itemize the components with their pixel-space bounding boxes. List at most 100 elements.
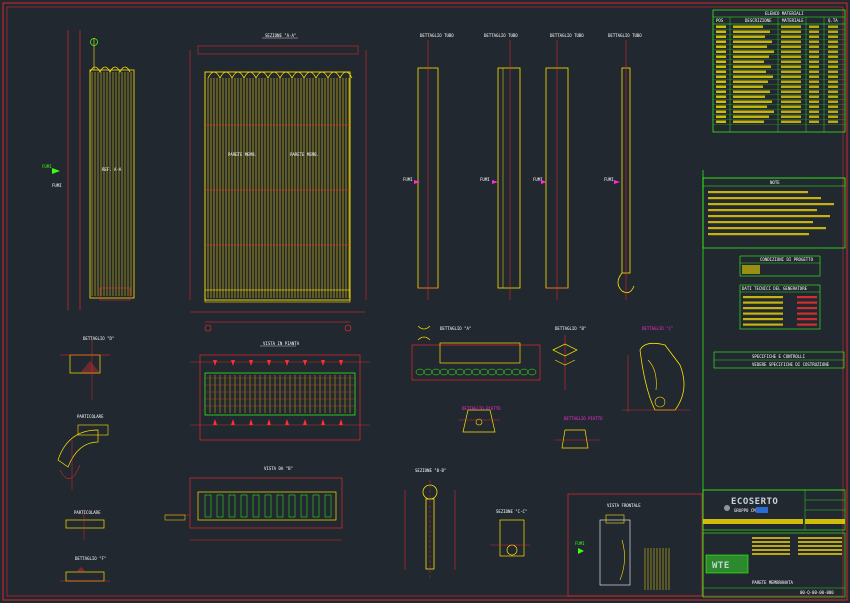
- bom-cell: [716, 70, 726, 73]
- bom-cell: [828, 100, 838, 103]
- bom-rows: [713, 25, 845, 125]
- bom-cell: [809, 35, 819, 38]
- detail-b: DETTAGLIO "B" DETTAGLIO PIATTO: [552, 326, 603, 449]
- bom-cell: [809, 75, 819, 78]
- bom-cell: [828, 120, 838, 123]
- bom-cell: [828, 80, 838, 83]
- arrow: [285, 419, 289, 425]
- svg-text:POS: POS: [716, 18, 724, 23]
- arch: [267, 71, 281, 79]
- title-block-rows: [752, 537, 842, 555]
- left-details: DETTAGLIO "D" PARTICOLARE PARTICOLARE DE…: [57, 336, 114, 582]
- bom-cell: [716, 90, 726, 93]
- section-a-a-view: SEZIONE "A-A" PARETE MEMB. PARETE MEMB.: [189, 33, 367, 332]
- note-text: [708, 191, 808, 194]
- bom-cell: [828, 110, 838, 113]
- arrow: [285, 360, 289, 366]
- svg-text:DETTAGLIO TUBO: DETTAGLIO TUBO: [484, 33, 518, 38]
- svg-text:FUMI: FUMI: [604, 177, 614, 182]
- bom-cell: [809, 60, 819, 63]
- arrow: [213, 419, 217, 425]
- gen-cell: [743, 318, 783, 321]
- bom-cell: [716, 80, 726, 83]
- bom-cell: [781, 120, 801, 123]
- detail-c: DETTAGLIO "C": [622, 326, 690, 412]
- coil: [471, 368, 481, 376]
- side-view-b: VISTA DA "B": [164, 466, 343, 541]
- bom-cell: [733, 60, 764, 63]
- note-text: [708, 197, 821, 200]
- bom-cell: [733, 30, 770, 33]
- bom-cell: [781, 50, 801, 53]
- bom-cell: [828, 45, 838, 48]
- arch: [255, 71, 269, 79]
- svg-text:VEDERE SPECIFICHE DI COSTRUZIO: VEDERE SPECIFICHE DI COSTRUZIONE: [752, 362, 830, 367]
- bom-cell: [809, 45, 819, 48]
- note-text: [708, 215, 830, 218]
- bom-cell: [828, 95, 838, 98]
- column: [312, 494, 320, 518]
- svg-text:VISTA FRONTALE: VISTA FRONTALE: [607, 503, 641, 508]
- arch: [315, 71, 329, 79]
- bom-cell: [716, 45, 726, 48]
- svg-text:FUMI: FUMI: [533, 177, 543, 182]
- svg-text:DATI TECNICI DEL GENERATORE: DATI TECNICI DEL GENERATORE: [742, 286, 808, 291]
- main-tube-bundle: [207, 78, 350, 298]
- arrow: [231, 360, 235, 366]
- bom-cell: [781, 80, 801, 83]
- arch: [219, 71, 233, 79]
- tb-cell: [798, 545, 842, 547]
- section-b-b-view: SEZIONE "B-B": [404, 468, 456, 580]
- bom-cell: [781, 40, 801, 43]
- bom-cell: [809, 110, 819, 113]
- bom-cell: [809, 70, 819, 73]
- generator-data-rows: [743, 296, 817, 326]
- note-lines: [708, 191, 834, 236]
- bom-cell: [716, 25, 726, 28]
- bom-cell: [781, 95, 801, 98]
- arch: [243, 71, 257, 79]
- gen-cell: [743, 301, 783, 304]
- bom-cell: [828, 70, 838, 73]
- plan-view: VISTA IN PIANTA: [190, 341, 370, 441]
- bom-cell: [828, 90, 838, 93]
- section-tube-detail: SEZIONE "C-C": [490, 509, 530, 557]
- notes-title: NOTE: [770, 180, 780, 185]
- arch: [279, 71, 293, 79]
- title-block: ECOSERTO GRUPPO CMIO WTE PARETE MEMBRANA…: [702, 170, 846, 598]
- bom-cell: [716, 120, 726, 123]
- svg-text:FUMI: FUMI: [52, 183, 62, 188]
- bom-cell: [716, 50, 726, 53]
- notes-panel: NOTE CONDIZIONI DI PROGETTO DATI TECNICI…: [702, 177, 846, 369]
- gen-cell: [797, 312, 817, 315]
- coil: [511, 368, 521, 376]
- bom-cell: [809, 40, 819, 43]
- bom-cell: [733, 105, 767, 108]
- svg-text:DETTAGLIO "B": DETTAGLIO "B": [555, 326, 586, 331]
- bom-cell: [733, 45, 767, 48]
- bom-cell: [733, 95, 765, 98]
- bom-cell: [716, 60, 726, 63]
- tube-detail-views: DETTAGLIO TUBO DETTAGLIO TUBO DETTAGLIO …: [403, 33, 642, 300]
- gen-cell: [743, 296, 783, 299]
- svg-text:PARETE MEMB.: PARETE MEMB.: [228, 152, 257, 157]
- arrow: [339, 419, 343, 425]
- bom-cell: [733, 70, 766, 73]
- svg-text:Q.TA: Q.TA: [828, 18, 838, 23]
- svg-text:DETTAGLIO TUBO: DETTAGLIO TUBO: [550, 33, 584, 38]
- view-title-section-a: SEZIONE "A-A": [265, 33, 296, 38]
- column: [324, 494, 332, 518]
- bom-cell: [733, 65, 771, 68]
- bom-cell: [781, 35, 801, 38]
- gen-cell: [797, 307, 817, 310]
- arrow: [321, 360, 325, 366]
- drawing-title: PARETE MEMBRANATA: [752, 580, 794, 585]
- bom-cell: [733, 75, 773, 78]
- bom-cell: [828, 115, 838, 118]
- bom-cell: [828, 25, 838, 28]
- arrow: [339, 360, 343, 366]
- bill-of-materials: ELENCO MATERIALI POS DESCRIZIONE MATERIA…: [712, 9, 846, 133]
- arch: [291, 71, 305, 79]
- bom-cell: [809, 55, 819, 58]
- bom-cell: [781, 75, 801, 78]
